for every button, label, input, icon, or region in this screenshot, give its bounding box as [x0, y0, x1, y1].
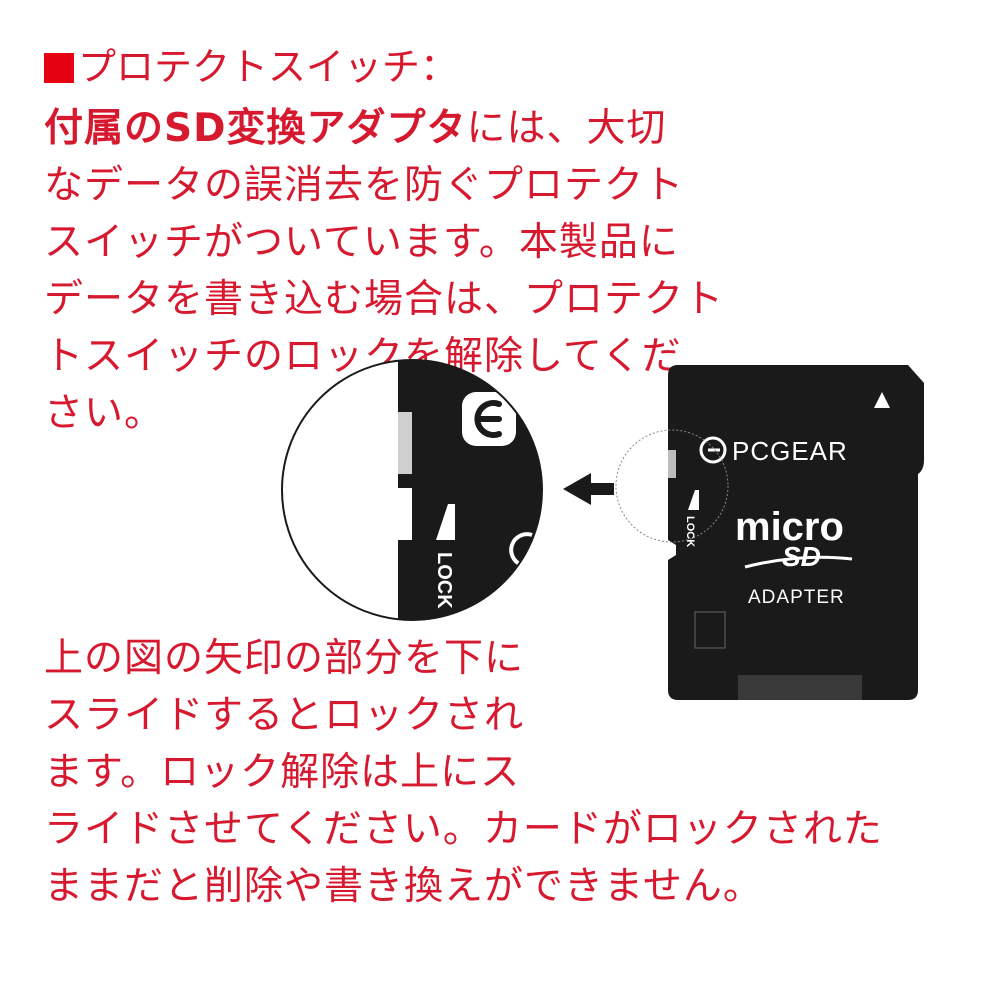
section-heading: プロテクトスイッチ： [44, 44, 458, 90]
sd-adapter-card: PCGEAR LOCK micro SD ADAPTER [668, 365, 924, 700]
card-lock-label: LOCK [684, 516, 696, 547]
lock-instructions: 上の図の矢印の部分を下に スライドするとロックされ ます。ロック解除は上にス ラ… [44, 630, 883, 915]
para1-line: データを書き込む場合は、プロテクト [44, 277, 725, 322]
para1-line: 付属のSD変換アダプタには、大切 [44, 106, 667, 151]
callout-circle [615, 429, 729, 543]
micro-text: micro [735, 505, 844, 549]
para1-line: さい。 [44, 391, 165, 436]
brand-text: PCGEAR [732, 436, 848, 466]
para2-line: ます。ロック解除は上にス [44, 750, 521, 795]
para1-line: スイッチがついています。本製品に [44, 220, 679, 265]
adapter-text: ADAPTER [748, 587, 845, 608]
arrow-left-icon [563, 473, 614, 505]
adapter-highlight: 付属のSD変換アダプタ [44, 106, 467, 151]
heading-text: プロテクトスイッチ： [78, 45, 459, 89]
para2-line: 上の図の矢印の部分を下に [44, 636, 525, 681]
para1-line: なデータの誤消去を防ぐプロテクト [44, 163, 685, 208]
para2-line: ままだと削除や書き換えができません。 [44, 864, 763, 909]
para2-line: ライドさせてください。カードがロックされた [44, 807, 883, 852]
square-bullet-icon [44, 53, 74, 83]
triangle-icon [874, 392, 890, 408]
zoom-lock-label: LOCK [433, 552, 455, 609]
zoom-circle: LOCK [281, 359, 543, 621]
para2-line: スライドするとロックされ [44, 693, 525, 738]
pcgear-logo-icon [462, 392, 516, 446]
pcgear-logo-icon [699, 436, 727, 464]
